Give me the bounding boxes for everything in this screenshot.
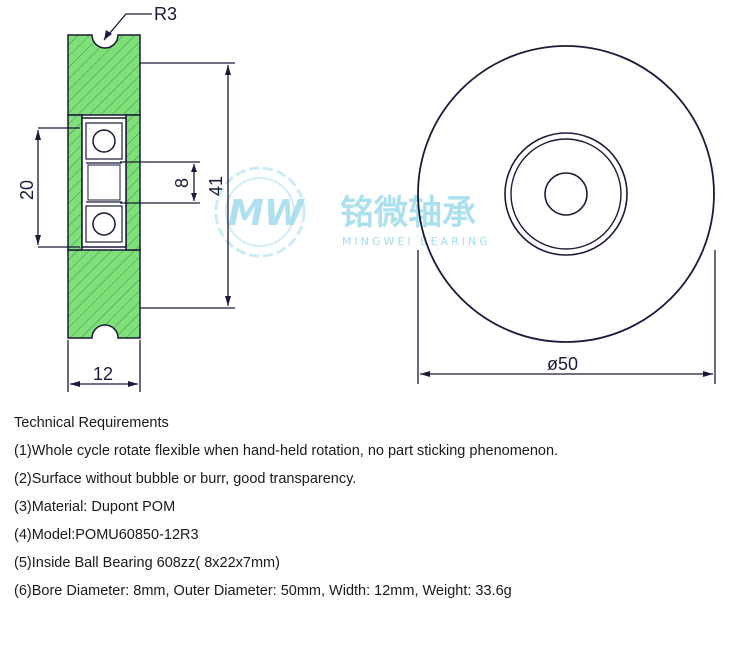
requirement-item: (4)Model:POMU60850-12R3 [14, 527, 199, 543]
dim-bearing-width: 20 [17, 180, 37, 200]
section-left-wall [67, 114, 83, 251]
bore-circle [544, 172, 588, 216]
section-view [67, 34, 141, 339]
technical-drawing: MW 铭微轴承 MINGWEI BEARING [17, 4, 716, 392]
front-view [417, 45, 715, 343]
requirement-item: (3)Material: Dupont POM [14, 499, 176, 515]
bearing-outer-ring [504, 132, 628, 256]
section-right-wall [125, 114, 141, 251]
watermark-logo-icon: MW [214, 166, 306, 258]
bearing-ball-bottom [92, 212, 116, 236]
requirement-item: (5)Inside Ball Bearing 608zz( 8x22x7mm) [14, 555, 280, 571]
section-bottom [67, 249, 141, 339]
requirement-item: (2)Surface without bubble or burr, good … [14, 471, 357, 487]
watermark: MW 铭微轴承 MINGWEI BEARING [214, 166, 491, 258]
dim-radius: R3 [154, 4, 177, 24]
requirements-title: Technical Requirements [14, 415, 169, 431]
dim-width: 12 [93, 364, 113, 384]
bearing-inner-ring [510, 138, 622, 250]
watermark-brand-cn: 铭微轴承 [340, 193, 476, 233]
wheel-outer-circle [417, 45, 715, 343]
dim-height: 41 [206, 176, 226, 196]
section-top [67, 34, 141, 116]
dim-bore: 8 [172, 178, 192, 188]
watermark-logo-text: MW [228, 193, 306, 234]
dim-outer-diameter: ø50 [547, 354, 578, 374]
dimension-arrows [35, 30, 713, 387]
bearing-ball-top [92, 129, 116, 153]
dimension-lines [37, 13, 716, 392]
watermark-brand-en: MINGWEI BEARING [342, 235, 491, 248]
requirement-item: (6)Bore Diameter: 8mm, Outer Diameter: 5… [14, 583, 512, 599]
requirement-item: (1)Whole cycle rotate flexible when hand… [14, 443, 559, 459]
